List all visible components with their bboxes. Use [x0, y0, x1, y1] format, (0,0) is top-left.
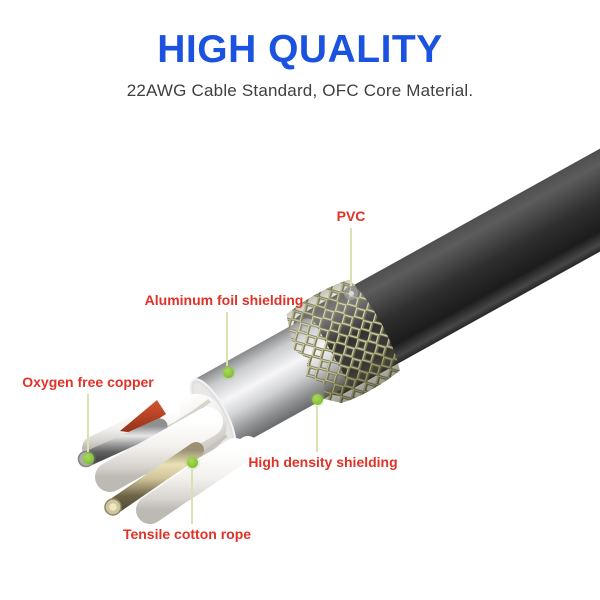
label-tensile-cotton-rope: Tensile cotton rope: [122, 526, 252, 542]
page-subtitle: 22AWG Cable Standard, OFC Core Material.: [126, 81, 474, 100]
page-title: HIGH QUALITY: [157, 28, 443, 71]
pointer-dot-pvc: [344, 286, 358, 300]
braided-shield-mesh: [286, 279, 400, 404]
pointer-dot-high-density-shielding: [311, 393, 323, 405]
splayed-cores: [77, 400, 259, 524]
red-inner-wire: [120, 400, 166, 433]
pointer-dot-tensile-cotton-rope: [186, 456, 198, 468]
copper-conductor-2: [104, 442, 204, 516]
label-pvc: PVC: [336, 208, 366, 224]
cotton-strand: [95, 407, 223, 492]
header: HIGH QUALITY 22AWG Cable Standard, OFC C…: [0, 30, 600, 101]
pointer-line-tensile-cotton-rope: [191, 469, 193, 524]
pointer-line-pvc: [350, 228, 352, 287]
pointer-line-aluminum-foil: [226, 312, 228, 366]
label-high-density-shielding: High density shielding: [248, 454, 398, 470]
pointer-dot-aluminum-foil: [222, 366, 234, 378]
pointer-line-high-density-shielding: [316, 406, 318, 452]
label-oxygen-free-copper: Oxygen free copper: [22, 374, 154, 390]
label-aluminum-foil-shielding: Aluminum foil shielding: [144, 292, 304, 308]
pvc-jacket: [293, 24, 600, 396]
pointer-dot-oxygen-free-copper: [82, 452, 94, 464]
pointer-line-oxygen-free-copper: [87, 394, 89, 452]
